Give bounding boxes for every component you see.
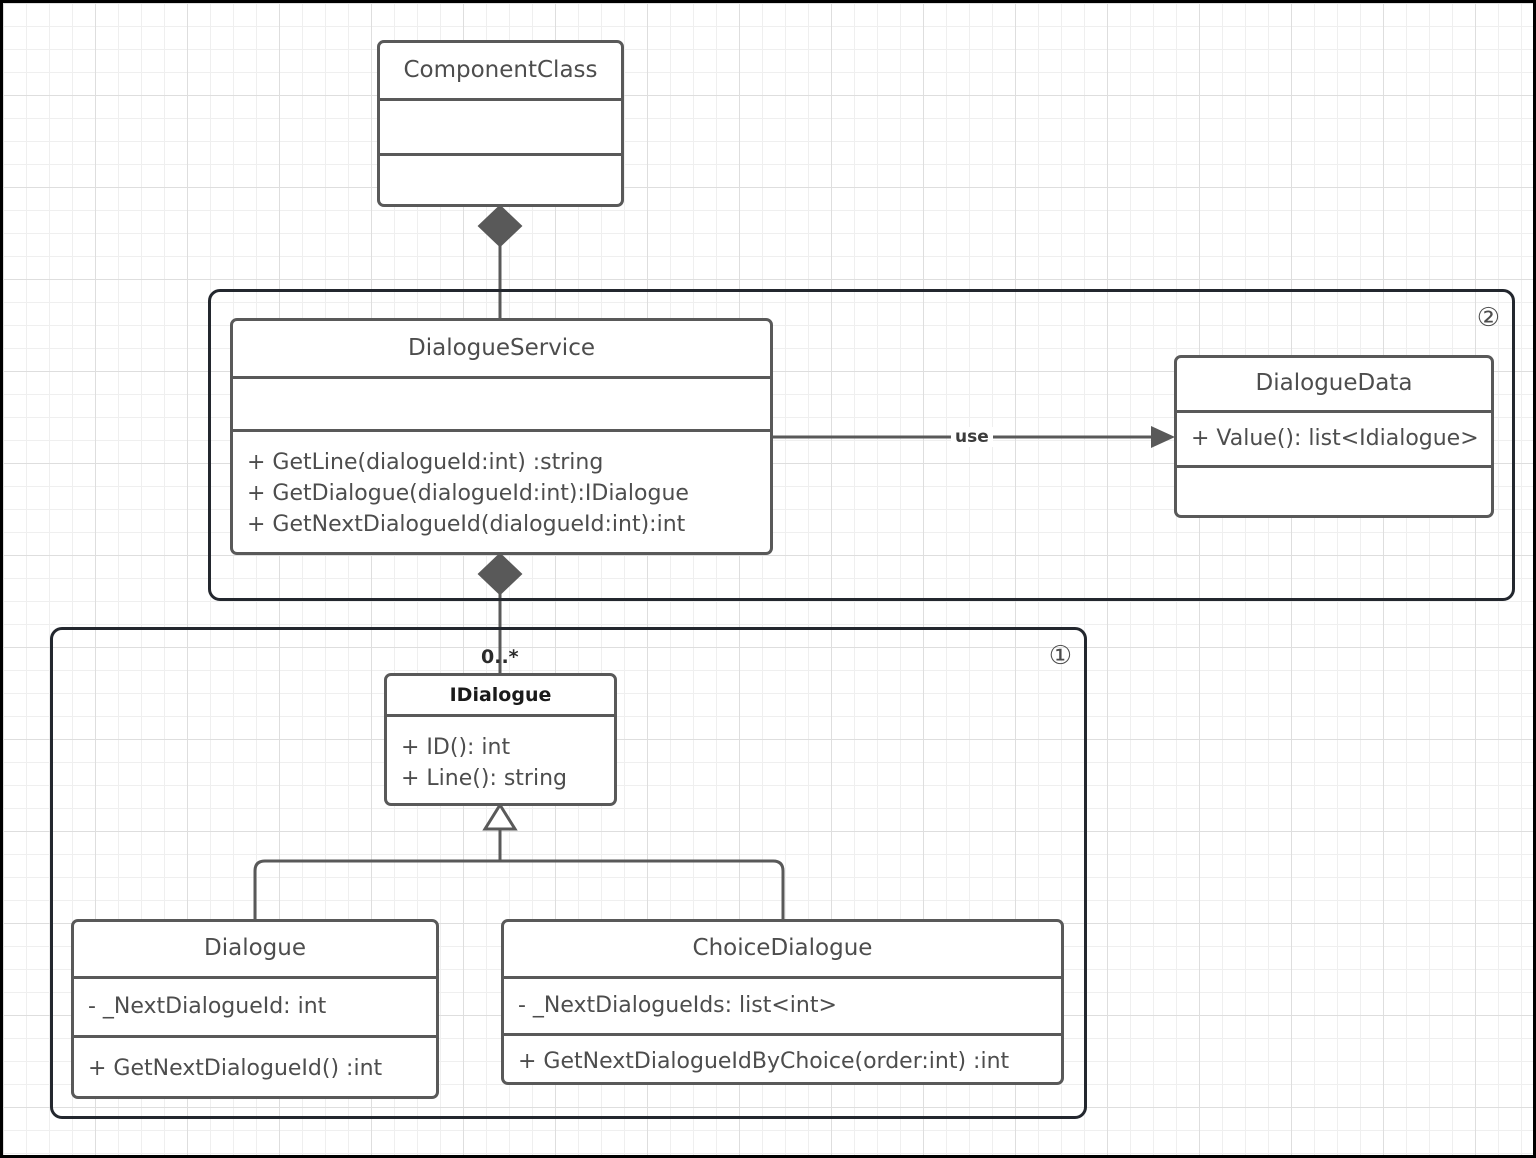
class-dialogue-attributes: - _NextDialogueId: int (74, 979, 436, 1035)
class-choice-dialogue-attributes: - _NextDialogueIds: list<int> (504, 979, 1061, 1033)
class-component-class-name: ComponentClass (403, 56, 598, 83)
member-row: - _NextDialogueIds: list<int> (518, 993, 837, 1019)
class-choice-dialogue-separator-2 (504, 1033, 1061, 1036)
class-dialogue-service-separator-2 (233, 429, 770, 432)
member-row: + GetNextDialogueId(dialogueId:int):int (247, 512, 686, 538)
member-row: + GetDialogue(dialogueId:int):IDialogue (247, 480, 689, 506)
class-choice-dialogue-operations: + GetNextDialogueIdByChoice(order:int) :… (504, 1036, 1061, 1082)
group-frame-two: ② (208, 289, 1515, 601)
class-dialogue-data-attributes: + Value(): list<Idialogue> (1177, 413, 1491, 465)
class-dialogue-data[interactable]: DialogueData + Value(): list<Idialogue> (1174, 355, 1494, 518)
class-dialogue-operations: + GetNextDialogueId() :int (74, 1038, 436, 1096)
class-idialogue[interactable]: IDialogue + ID(): int + Line(): string (384, 673, 617, 806)
member-row: + GetNextDialogueId() :int (88, 1055, 383, 1081)
member-row: + Line(): string (401, 766, 567, 791)
class-dialogue-separator-2 (74, 1035, 436, 1038)
group-one-badge: ① (1048, 641, 1072, 671)
edge-multiplicity-0-star: 0..* (481, 646, 519, 668)
class-dialogue-service[interactable]: DialogueService + GetLine(dialogueId:int… (230, 318, 773, 555)
class-dialogue-name: Dialogue (204, 935, 306, 962)
class-dialogue-service-separator-1 (233, 376, 770, 379)
class-idialogue-attributes: + ID(): int + Line(): string (387, 717, 614, 803)
member-row: + GetNextDialogueIdByChoice(order:int) :… (518, 1049, 1010, 1075)
class-component-class-separator-1 (380, 98, 621, 101)
member-row: + Value(): list<Idialogue> (1191, 426, 1479, 452)
class-dialogue-service-attributes (233, 379, 770, 429)
class-idialogue-separator-1 (387, 714, 614, 717)
class-dialogue-separator-1 (74, 976, 436, 979)
group-two-badge: ② (1476, 303, 1500, 333)
class-component-class[interactable]: ComponentClass (377, 40, 624, 207)
class-dialogue-service-name: DialogueService (408, 334, 595, 361)
class-dialogue-service-operations: + GetLine(dialogueId:int) :string + GetD… (233, 432, 770, 552)
member-row: + ID(): int (401, 734, 511, 760)
class-idialogue-name: IDialogue (449, 683, 552, 706)
class-dialogue-data-separator-1 (1177, 410, 1491, 413)
class-component-class-attributes (380, 101, 621, 153)
class-dialogue[interactable]: Dialogue - _NextDialogueId: int + GetNex… (71, 919, 439, 1099)
class-dialogue-data-operations (1177, 468, 1491, 515)
member-row: + GetLine(dialogueId:int) :string (247, 449, 604, 475)
edge-label-use: use (951, 427, 993, 447)
class-choice-dialogue-separator-1 (504, 976, 1061, 979)
class-choice-dialogue-name: ChoiceDialogue (692, 935, 873, 962)
class-component-class-separator-2 (380, 153, 621, 156)
group-frame-one: ① (50, 627, 1087, 1119)
class-component-class-operations (380, 156, 621, 204)
class-dialogue-data-separator-2 (1177, 465, 1491, 468)
class-choice-dialogue[interactable]: ChoiceDialogue - _NextDialogueIds: list<… (501, 919, 1064, 1085)
member-row: - _NextDialogueId: int (88, 994, 327, 1020)
class-dialogue-data-name: DialogueData (1255, 370, 1413, 397)
